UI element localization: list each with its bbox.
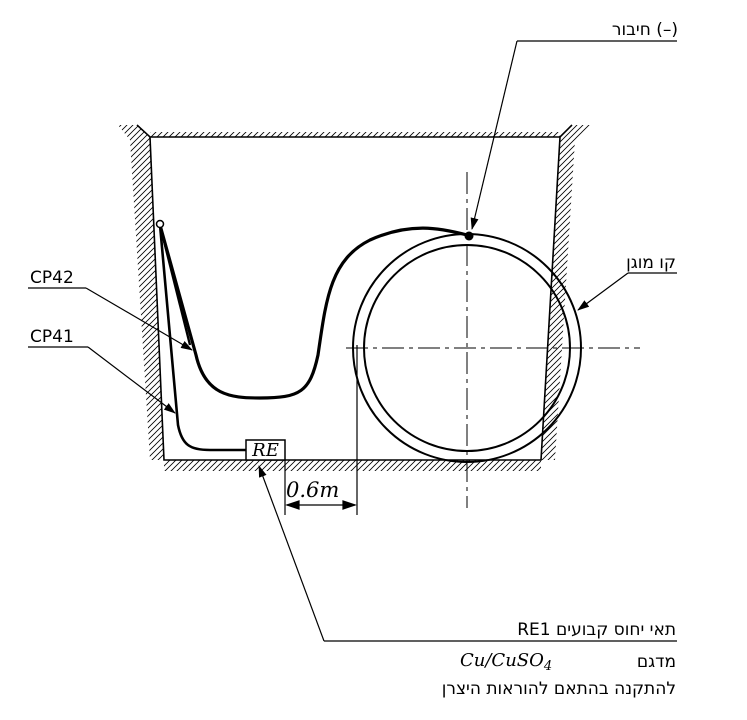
leader-reference-cells	[258, 465, 677, 642]
test-post-top	[155, 219, 165, 229]
cable-cp42-return	[158, 224, 192, 346]
reference-electrode-label: RE	[251, 440, 279, 461]
cp42-label: CP42	[30, 268, 74, 288]
leader-cp42	[28, 287, 193, 351]
leader-minus-connection	[470, 40, 677, 230]
cable-cp42-to-pipe	[158, 224, 468, 400]
distance-label: 0.6m	[286, 478, 339, 502]
distance-dimension	[284, 345, 358, 515]
leader-cp41	[28, 346, 176, 414]
model-formula-main: Cu/CuSO	[460, 650, 544, 671]
model-formula-subscript: 4	[543, 659, 552, 674]
leader-protected-line	[577, 272, 677, 311]
pipe-centerlines	[346, 172, 640, 508]
reference-electrode-box	[245, 439, 286, 461]
connection-point	[464, 231, 474, 241]
model-formula: Cu/CuSO4	[460, 650, 552, 674]
model-word: מדגם	[637, 652, 676, 672]
reference-cells-label: RE1 תאי יחוס קבועים	[517, 620, 676, 640]
cables	[158, 224, 468, 452]
installation-note: להתקנה בהתאם להוראות היצרן	[442, 679, 676, 699]
cp41-label: CP41	[30, 327, 74, 347]
minus-connection-label: חיבור (–)	[612, 20, 678, 40]
soil-hatching	[118, 125, 592, 471]
protected-line-label: קו מוגן	[626, 253, 676, 273]
cable-cp41-to-re	[158, 224, 246, 452]
trench-outline	[136, 124, 573, 461]
